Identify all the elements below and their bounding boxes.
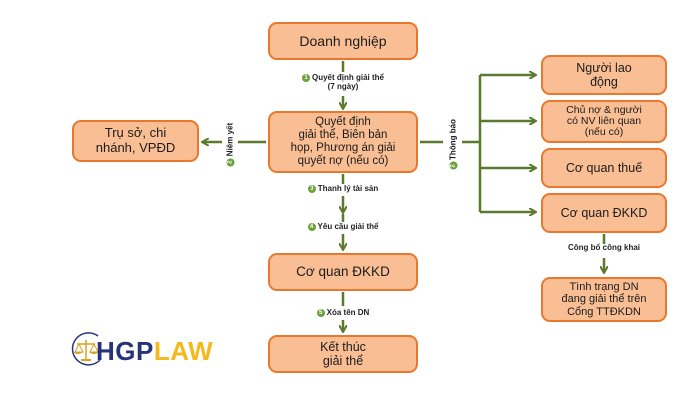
node-creditors-text: Chủ nợ & người có NV liên quan (nếu có) <box>566 103 642 138</box>
node-decision-text: Quyết định giải thể, Biên bản họp, Phươn… <box>290 115 396 168</box>
node-tax-agency-text: Cơ quan thuế <box>565 160 643 175</box>
node-registration-agency-center-text: Cơ quan ĐKKD <box>296 264 390 280</box>
node-finish-text: Kết thúc giải thể <box>320 339 366 368</box>
node-registration-agency-right-text: Cơ quan ĐKKD <box>560 205 648 220</box>
node-head-office-text: Trụ sở, chi nhánh, VPĐD <box>95 125 176 155</box>
step-5-badge: 5 <box>316 309 325 317</box>
node-enterprise: Doanh nghiệp <box>268 22 418 60</box>
logo-text: HGPLAW <box>96 336 214 366</box>
node-decision: Quyết định giải thể, Biên bản họp, Phươn… <box>268 111 418 173</box>
node-registration-agency-right: Cơ quan ĐKKD <box>541 193 667 233</box>
step-2-notify-badge: 2 <box>449 161 458 170</box>
scales-of-justice-icon <box>71 332 101 366</box>
publish-label: Công bố công khai <box>568 243 640 252</box>
node-enterprise-text: Doanh nghiệp <box>299 32 387 49</box>
node-head-office: Trụ sở, chi nhánh, VPĐD <box>72 120 199 162</box>
step-1-sublabel: (7 ngày) <box>327 81 359 91</box>
node-tax-agency: Cơ quan thuế <box>541 148 667 188</box>
node-employees-text: Người lao động <box>576 60 632 89</box>
node-finish: Kết thúc giải thể <box>268 335 418 373</box>
node-creditors: Chủ nợ & người có NV liên quan (nếu có) <box>541 100 667 143</box>
node-employees: Người lao động <box>541 55 667 95</box>
step-2-post-label: 2Niêm yết <box>226 120 235 170</box>
step-2-post-badge: 2 <box>226 158 235 167</box>
step-4-badge: 4 <box>307 223 316 231</box>
step-2-notify-label: 2Thông báo <box>449 117 458 173</box>
step-1-badge: 1 <box>301 74 310 82</box>
node-status-portal-text: Tình trạng DN đang giải thể trên Cổng TT… <box>561 281 647 318</box>
step-3-badge: 3 <box>307 185 316 193</box>
node-status-portal: Tình trạng DN đang giải thể trên Cổng TT… <box>541 277 667 322</box>
node-registration-agency-center: Cơ quan ĐKKD <box>268 253 418 291</box>
